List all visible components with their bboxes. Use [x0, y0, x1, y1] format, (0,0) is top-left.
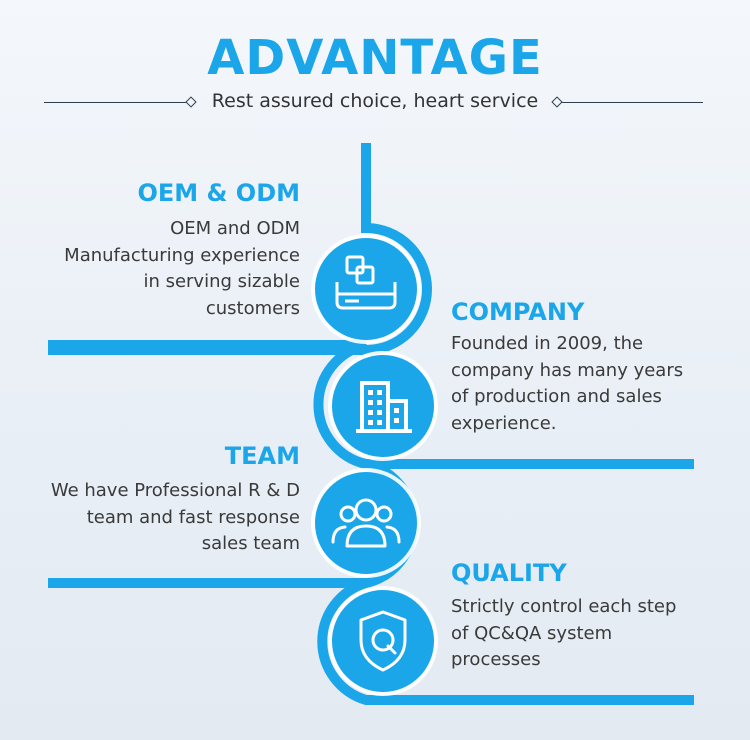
subtitle-rule-right — [557, 102, 703, 103]
oem-odm-text: OEM and ODM Manufacturing experience in … — [64, 216, 300, 322]
text-line: experience. — [451, 412, 557, 434]
team-title: TEAM — [224, 442, 300, 470]
oem-odm-title: OEM & ODM — [137, 179, 300, 207]
boxes-icon — [335, 255, 397, 310]
snake-connector-line — [48, 143, 694, 705]
company-text: Founded in 2009, the company has many ye… — [451, 331, 683, 437]
oem-odm-icon-badge — [315, 238, 417, 340]
quality-title: QUALITY — [451, 559, 567, 587]
quality-text: Strictly control each step of QC&QA syst… — [451, 594, 676, 674]
text-line: team and fast response — [86, 506, 300, 528]
team-text: We have Professional R & D team and fast… — [51, 478, 300, 558]
text-line: OEM and ODM — [170, 218, 300, 239]
text-line: of production and sales — [451, 386, 662, 407]
text-line: We have Professional R & D — [50, 480, 300, 501]
page-subtitle: Rest assured choice, heart service — [211, 90, 539, 112]
text-line: processes — [451, 649, 541, 670]
text-line: in serving sizable — [143, 271, 300, 292]
company-title: COMPANY — [451, 298, 585, 326]
company-icon-badge — [332, 355, 434, 457]
team-icon — [331, 498, 401, 548]
text-line: company has many years — [451, 359, 684, 381]
subtitle-rule-left — [44, 102, 188, 103]
building-icon — [356, 381, 412, 433]
text-line: of QC&QA system — [451, 622, 613, 644]
text-line: sales team — [201, 533, 300, 554]
team-icon-badge — [315, 472, 417, 574]
page-title: ADVANTAGE — [207, 30, 543, 86]
quality-icon-badge — [332, 590, 434, 692]
text-line: Founded in 2009, the — [451, 333, 644, 354]
text-line: Strictly control each step — [451, 596, 677, 617]
quality-shield-icon — [359, 610, 407, 672]
text-line: customers — [205, 297, 300, 319]
text-line: Manufacturing experience — [64, 244, 300, 266]
